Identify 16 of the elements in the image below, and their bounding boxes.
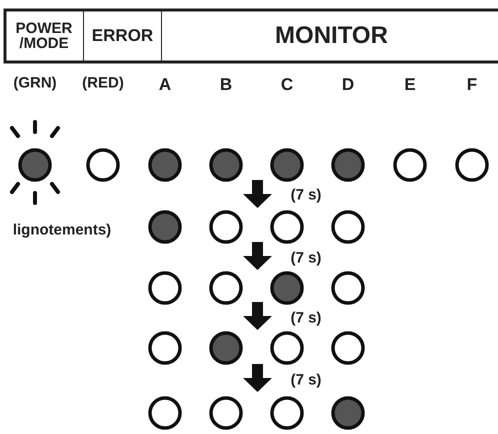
channel-label: E: [404, 75, 416, 95]
duration-label: (7 s): [290, 250, 322, 266]
channel-label: B: [220, 75, 232, 95]
duration-label: (7 s): [290, 372, 322, 388]
channel-label: (GRN): [13, 74, 57, 92]
channel-label: F: [466, 75, 478, 95]
header-text: POWER /MODE: [14, 21, 74, 51]
channel-label: D: [342, 75, 354, 95]
header-text: MONITOR: [275, 22, 388, 50]
note-text: lignotements): [12, 222, 112, 238]
channel-label: C: [280, 75, 294, 95]
duration-label: (7 s): [290, 310, 322, 326]
duration-label: (7 s): [290, 186, 322, 204]
header-text: ERROR: [92, 26, 154, 46]
channel-label: A: [158, 75, 172, 95]
channel-label: (RED): [82, 74, 124, 92]
